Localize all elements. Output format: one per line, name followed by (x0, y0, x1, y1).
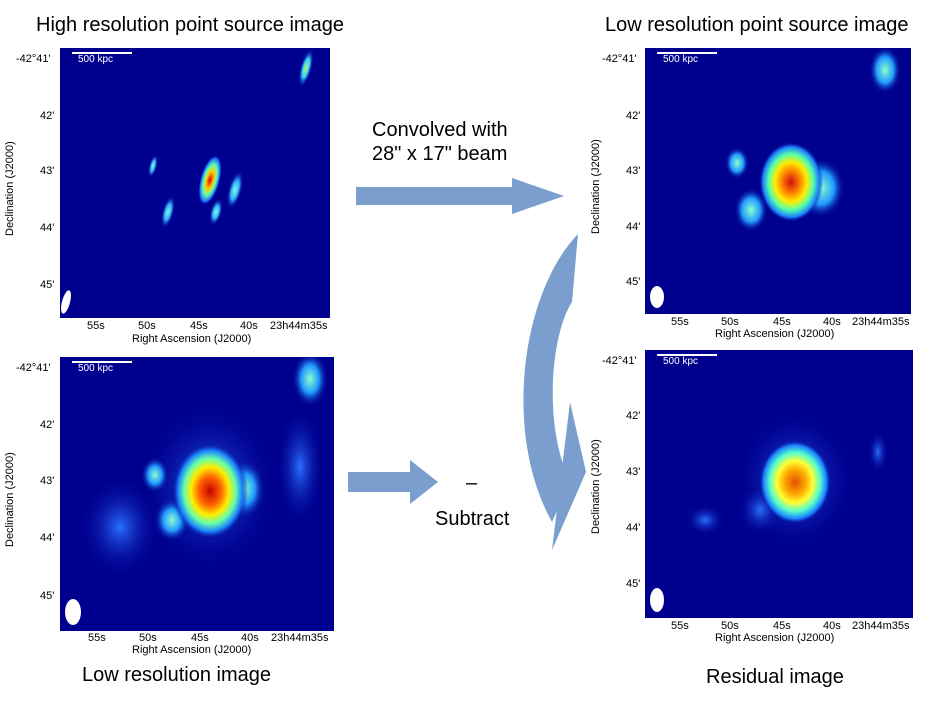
ytick-3: 43' (40, 165, 55, 177)
y-axis-label: Declination (J2000) (590, 139, 602, 234)
ytick-3: 43' (40, 475, 55, 487)
y-axis-label: Declination (J2000) (4, 452, 16, 547)
map-residual: 500 kpc (645, 350, 913, 618)
ytick-4: 44' (626, 221, 641, 233)
ytick-3: 43' (626, 466, 641, 478)
ytick-2: 42' (40, 419, 55, 431)
map-low-res-point: 500 kpc (645, 48, 911, 314)
xtick-3: 45s (773, 620, 791, 632)
x-axis-label: Right Ascension (J2000) (715, 328, 835, 340)
beam-ellipse (650, 588, 664, 612)
ytick-2: 42' (40, 110, 55, 122)
map-image (148, 48, 314, 229)
ytick-1: -42°41' (602, 53, 637, 65)
map-image (80, 357, 328, 577)
x-axis-label: Right Ascension (J2000) (132, 333, 252, 345)
xtick-2: 50s (721, 316, 739, 328)
beam-ellipse (65, 599, 81, 625)
x-axis-label: Right Ascension (J2000) (715, 632, 835, 644)
map-high-res-point: 500 kpc (60, 48, 330, 318)
xtick-1: 55s (671, 316, 689, 328)
ytick-5: 45' (626, 578, 641, 590)
convolve-label-line2: 28" x 17" beam (372, 143, 508, 165)
ytick-1: -42°41' (16, 362, 51, 374)
ytick-4: 44' (626, 522, 641, 534)
xtick-1: 55s (87, 320, 105, 332)
map-image (725, 48, 901, 232)
ytick-5: 45' (40, 590, 55, 602)
scale-bar-label: 500 kpc (78, 363, 114, 374)
xtick-4: 40s (823, 620, 841, 632)
ytick-4: 44' (40, 222, 55, 234)
x-axis-label: Right Ascension (J2000) (132, 644, 252, 656)
xtick-5: 23h44m35s (852, 620, 910, 632)
beam-ellipse (650, 286, 664, 308)
subtract-label: Subtract (435, 508, 510, 530)
scale-bar-label: 500 kpc (663, 54, 699, 65)
xtick-4: 40s (241, 632, 259, 644)
xtick-4: 40s (823, 316, 841, 328)
xtick-3: 45s (190, 320, 208, 332)
curved-arrow (523, 234, 586, 550)
ytick-2: 42' (626, 410, 641, 422)
scale-bar (72, 361, 132, 363)
subtract-arrow (348, 460, 438, 504)
ytick-4: 44' (40, 532, 55, 544)
convolve-label-line1: Convolved with (372, 119, 508, 141)
scale-bar (657, 354, 717, 356)
xtick-4: 40s (240, 320, 258, 332)
ytick-1: -42°41' (602, 355, 637, 367)
ytick-1: -42°41' (16, 53, 51, 65)
xtick-2: 50s (721, 620, 739, 632)
xtick-5: 23h44m35s (271, 632, 329, 644)
xtick-5: 23h44m35s (270, 320, 328, 332)
ytick-5: 45' (40, 279, 55, 291)
xtick-1: 55s (671, 620, 689, 632)
xtick-1: 55s (88, 632, 106, 644)
title-low-res: Low resolution image (82, 664, 271, 686)
ytick-3: 43' (626, 165, 641, 177)
map-low-res: 500 kpc (60, 357, 334, 631)
xtick-3: 45s (191, 632, 209, 644)
ytick-5: 45' (626, 276, 641, 288)
xtick-2: 50s (139, 632, 157, 644)
y-axis-label: Declination (J2000) (4, 141, 16, 236)
title-high-res-point: High resolution point source image (36, 14, 344, 36)
ytick-2: 42' (626, 110, 641, 122)
convolve-arrow (356, 178, 564, 214)
scale-bar-label: 500 kpc (663, 356, 699, 367)
scale-bar (72, 52, 132, 54)
xtick-5: 23h44m35s (852, 316, 910, 328)
minus-sign: – (466, 472, 478, 494)
xtick-3: 45s (773, 316, 791, 328)
title-low-res-point: Low resolution point source image (605, 14, 909, 36)
xtick-2: 50s (138, 320, 156, 332)
scale-bar (657, 52, 717, 54)
scale-bar-label: 500 kpc (78, 54, 114, 65)
map-image (685, 410, 888, 550)
title-residual: Residual image (706, 666, 844, 688)
